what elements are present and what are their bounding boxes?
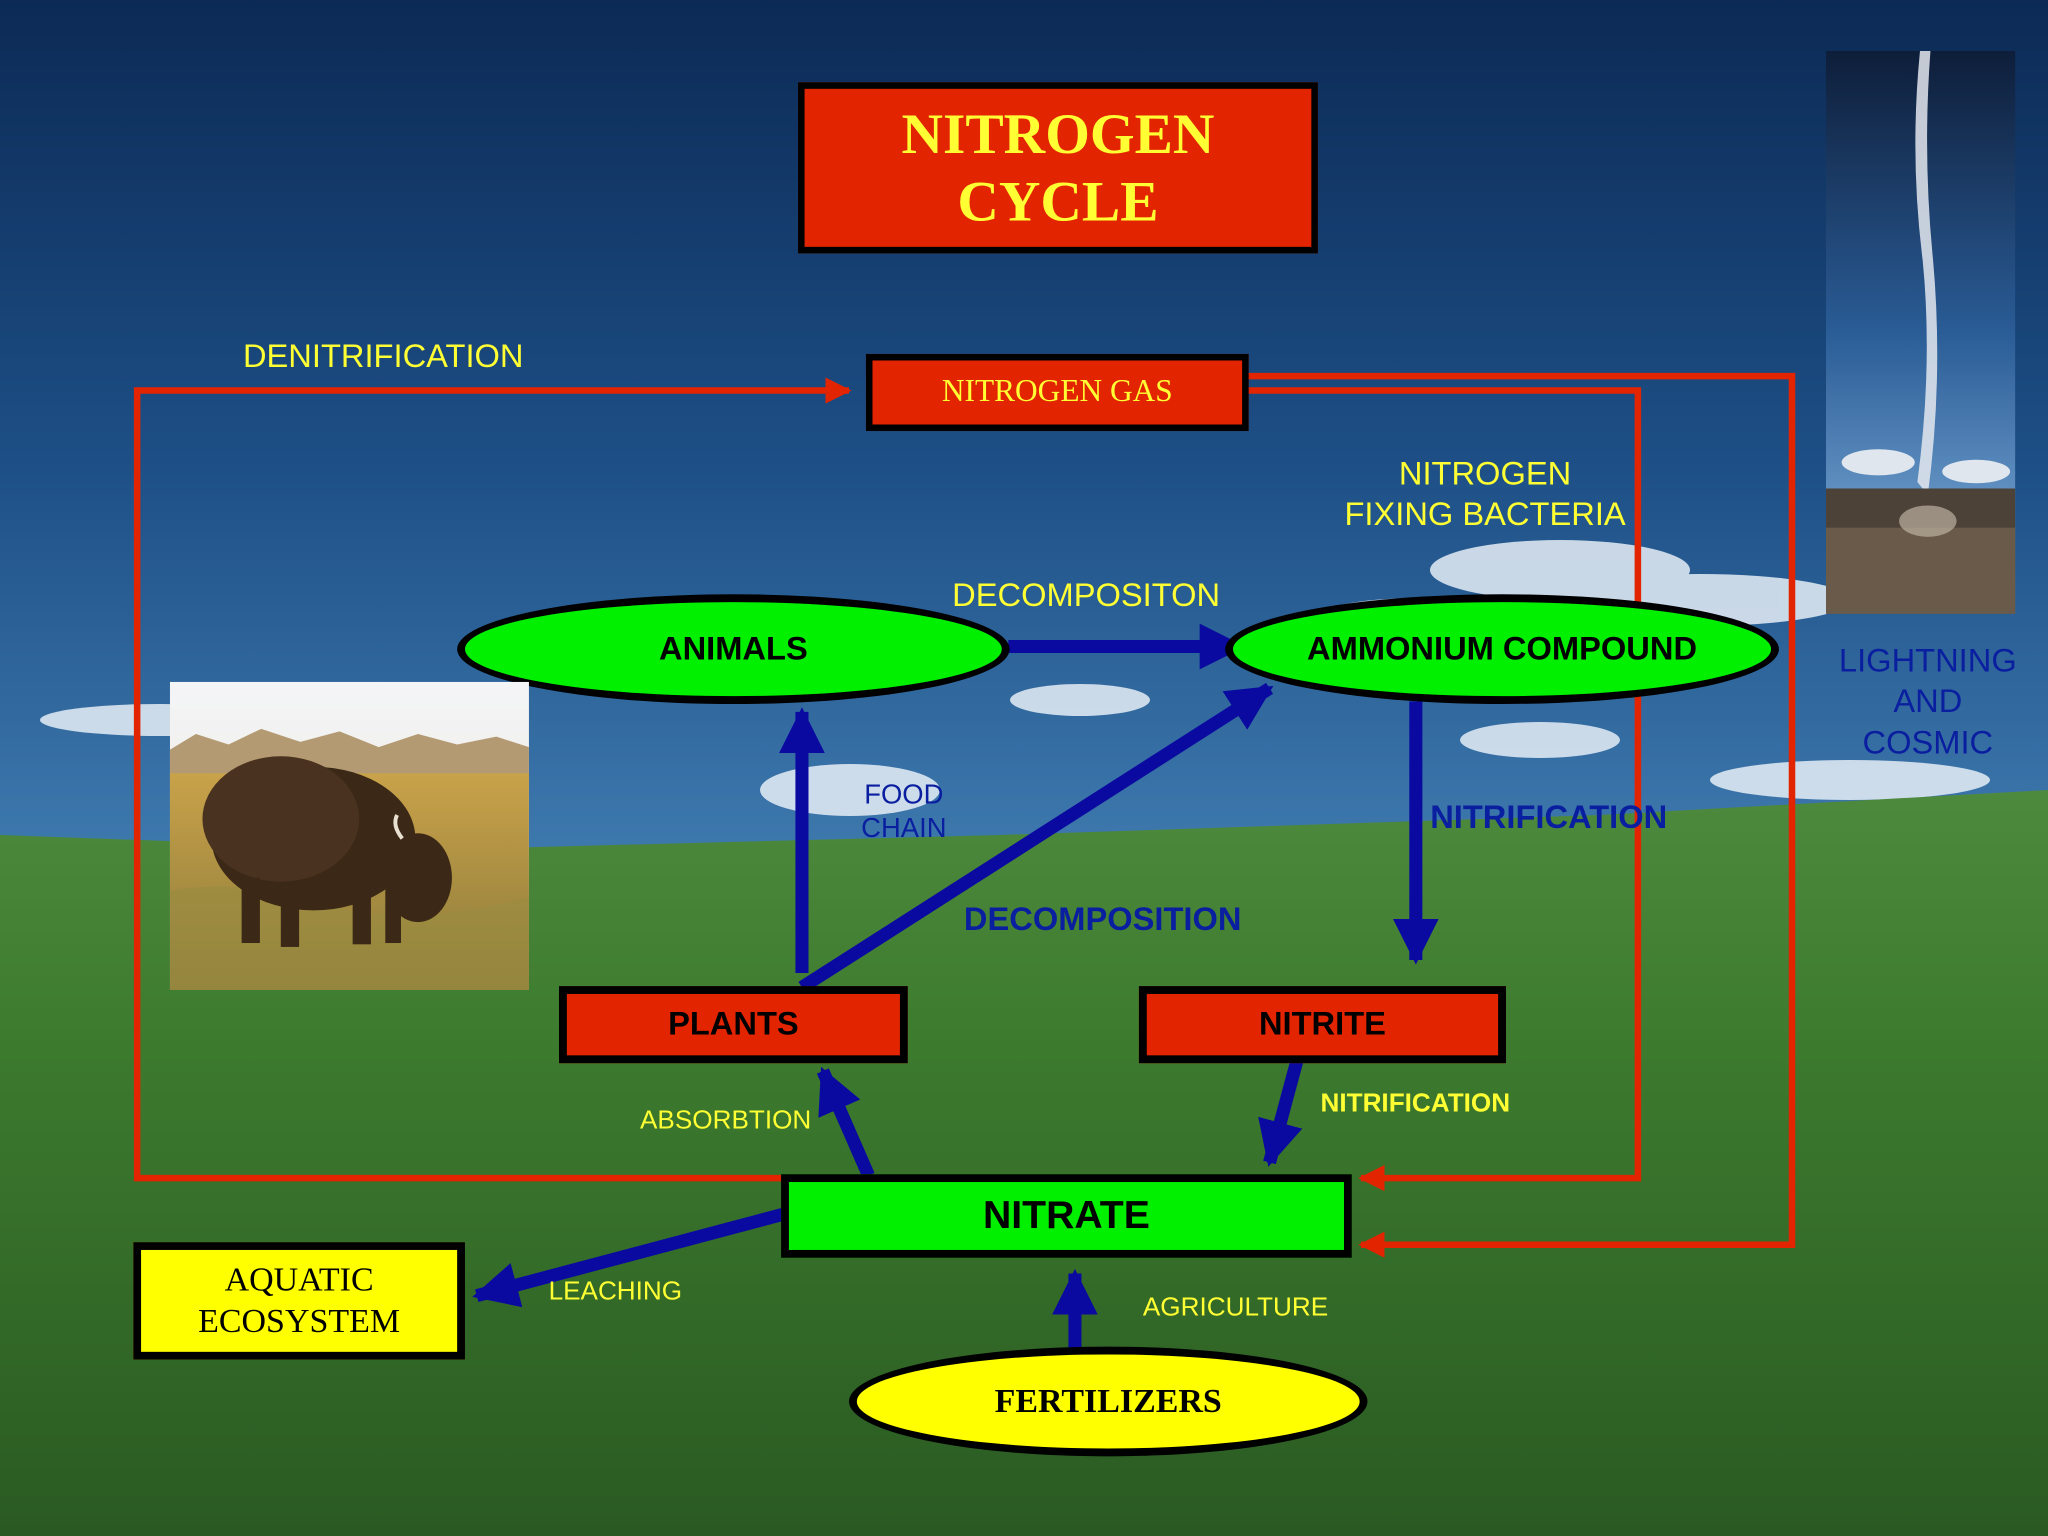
nitrate-label: NITRATE [982, 1193, 1150, 1237]
denitrification-arrow [133, 377, 852, 1182]
fertilizers-label: FERTILIZERS [994, 1381, 1222, 1420]
plants-label: PLANTS [668, 1005, 799, 1043]
nitrification-arrow-lower [1258, 1058, 1304, 1167]
nitrogen-gas-label: NITROGEN GAS [941, 374, 1173, 409]
food-chain-label: FOOD CHAIN [852, 778, 956, 847]
aquatic-line2: ECOSYSTEM [198, 1302, 401, 1341]
lightning-line3: COSMIC [1862, 724, 1994, 761]
plants-box: PLANTS [559, 986, 908, 1064]
fixing-line1: NITROGEN [1398, 455, 1572, 493]
decomposition-arrow [798, 682, 1274, 993]
animals-node: ANIMALS [457, 594, 1010, 704]
aquatic-ecosystem-box: AQUATIC ECOSYSTEM [133, 1242, 465, 1360]
animals-label: ANIMALS [658, 630, 808, 667]
ammonium-compound-node: AMMONIUM COMPOUND [1225, 594, 1779, 704]
lightning-and-cosmic-label: LIGHTNING AND COSMIC [1826, 641, 2030, 763]
title-line1: NITROGEN [901, 101, 1215, 166]
absorbtion-arrow [816, 1066, 875, 1179]
ammonium-compound-label: AMMONIUM COMPOUND [1307, 630, 1698, 667]
nitrification-lower-label: NITRIFICATION [1320, 1089, 1511, 1119]
nitrification-upper-label: NITRIFICATION [1430, 799, 1668, 836]
decompositon-label: DECOMPOSITON [952, 577, 1221, 614]
lightning-photo [1825, 50, 2016, 614]
agriculture-label: AGRICULTURE [1142, 1293, 1329, 1322]
denitrification-label: DENITRIFICATION [242, 338, 524, 375]
title-line2: CYCLE [957, 169, 1159, 234]
aquatic-line1: AQUATIC [224, 1260, 374, 1299]
lightning-line2: AND [1893, 683, 1963, 720]
nitrogen-gas-box: NITROGEN GAS [865, 353, 1249, 432]
title-box: NITROGEN CYCLE [798, 82, 1318, 254]
leaching-arrow [472, 1207, 788, 1308]
leaching-label: LEACHING [548, 1277, 683, 1307]
absorbtion-label: ABSORBTION [639, 1106, 812, 1136]
decomposition-label: DECOMPOSITION [963, 901, 1242, 938]
nitrate-box: NITRATE [781, 1174, 1352, 1258]
nitrite-label: NITRITE [1258, 1005, 1386, 1043]
food-line2: CHAIN [861, 814, 947, 845]
fixing-bacteria-arrow [1247, 387, 1642, 1192]
lightning-line1: LIGHTNING [1838, 642, 2017, 680]
fixing-line2: FIXING BACTERIA [1344, 496, 1626, 534]
lightning-arrow [1247, 372, 1796, 1258]
bison-photo [169, 681, 529, 991]
food-line1: FOOD [864, 779, 944, 810]
fertilizers-node: FERTILIZERS [848, 1346, 1368, 1457]
nitrite-box: NITRITE [1138, 986, 1506, 1064]
nitrogen-fixing-bacteria-label: NITROGEN FIXING BACTERIA [1335, 455, 1635, 537]
